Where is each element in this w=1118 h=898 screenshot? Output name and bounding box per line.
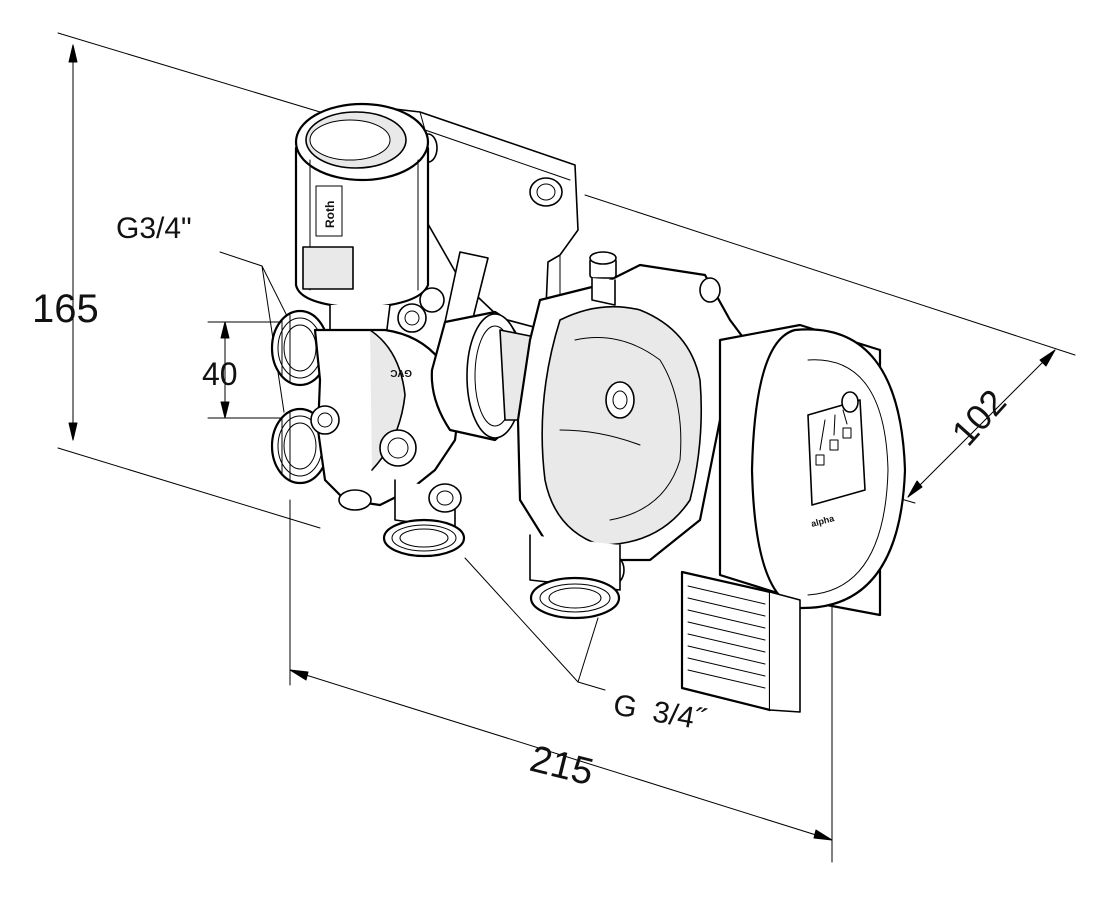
bottom-port-pump bbox=[529, 534, 621, 620]
actuator-brand-text: Roth bbox=[323, 201, 337, 228]
dimension-height-165: 165 bbox=[32, 287, 99, 331]
pump-motor: alpha bbox=[680, 323, 907, 713]
thread-label-bottom: G 3/4˝ bbox=[611, 688, 709, 737]
dimension-lines bbox=[57, 32, 1076, 863]
dimension-spacing-40: 40 bbox=[202, 356, 238, 392]
thread-label-left: G3/4" bbox=[116, 212, 192, 245]
dimension-width-215: 215 bbox=[526, 738, 598, 794]
pump-housing bbox=[516, 251, 747, 587]
dimension-depth-102: 102 bbox=[943, 381, 1014, 453]
bottom-port-left bbox=[382, 479, 466, 558]
valve-mark-text: GVC bbox=[390, 367, 412, 378]
valve-body: GVC bbox=[310, 287, 462, 511]
